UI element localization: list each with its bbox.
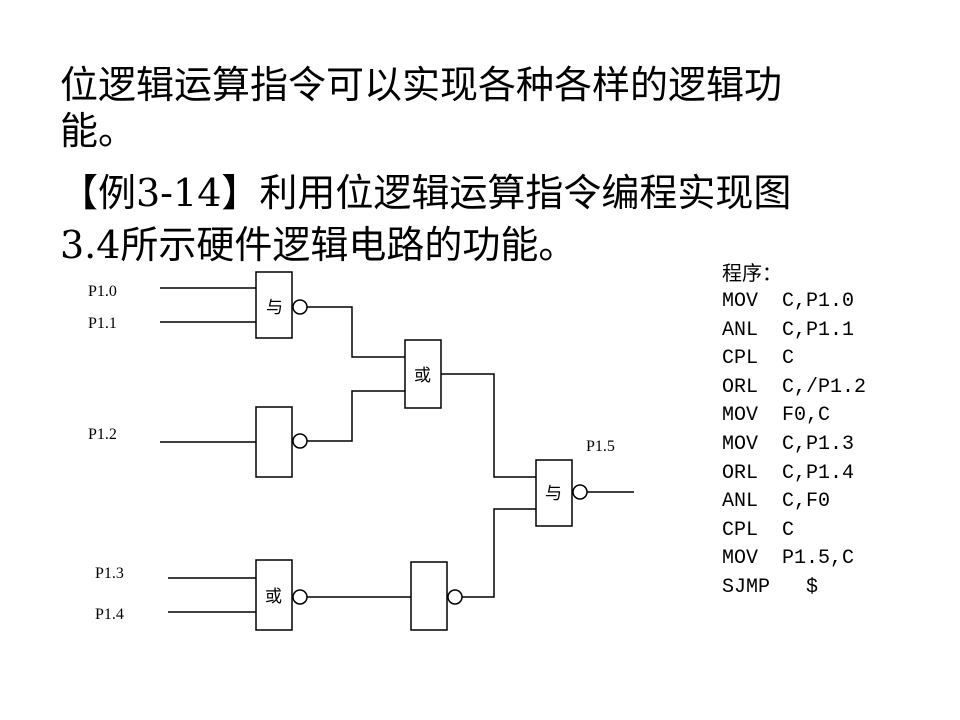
and-gate-1	[255, 271, 293, 339]
not-gate-2	[410, 561, 448, 631]
or-gate-2	[255, 559, 293, 631]
pin-label-p13: P1.3	[95, 565, 124, 582]
program-listing: 程序： MOV C,P1.0 ANL C,P1.1 CPL C ORL C,/P…	[722, 258, 952, 603]
wire-or1-to-and2	[441, 373, 536, 478]
heading-line-2: 能。	[60, 109, 137, 153]
code-line: MOV C,P1.0	[722, 290, 855, 313]
pin-label-p12: P1.2	[88, 426, 117, 443]
and-gate-2-label: 与	[545, 484, 562, 504]
code-line: MOV C,P1.3	[722, 432, 855, 456]
inverter-bubble-1	[292, 299, 308, 315]
inverter-bubble-4	[447, 589, 463, 605]
code-line: MOV F0,C	[722, 404, 831, 428]
pin-label-p11: P1.1	[88, 315, 117, 332]
code-line: CPL C	[722, 518, 795, 542]
code-line: ANL C,F0	[722, 490, 831, 514]
pin-label-p14: P1.4	[95, 606, 124, 623]
inverter-bubble-3	[292, 589, 308, 605]
wire-not2-to-and2	[462, 508, 536, 598]
program-title: 程序：	[722, 261, 782, 285]
heading-line-1: 位逻辑运算指令可以实现各种各样的逻辑功	[60, 63, 783, 107]
code-line: ANL C,P1.1	[722, 318, 855, 342]
code-line: ORL C,/P1.2	[722, 375, 867, 399]
inverter-bubble-2	[292, 433, 308, 449]
or-gate-2-label: 或	[265, 587, 282, 607]
not-gate-p12	[255, 406, 293, 478]
or-gate-1-label: 或	[414, 366, 431, 386]
pin-label-p15: P1.5	[586, 438, 615, 455]
code-line: ORL C,P1.4	[722, 461, 855, 485]
and-gate-1-label: 与	[266, 298, 283, 318]
example-title-line-1: 【例3-14】利用位逻辑运算指令编程实现图	[60, 171, 792, 215]
wire-not-to-or1	[307, 390, 405, 442]
and-gate-2	[535, 459, 573, 527]
code-line: CPL C	[722, 347, 795, 371]
pin-label-p10: P1.0	[88, 283, 117, 300]
wire-and1-to-or1	[307, 306, 405, 358]
code-line: SJMP $	[722, 575, 819, 599]
inverter-bubble-5	[572, 484, 588, 500]
example-title-line-2: 3.4所示硬件逻辑电路的功能。	[60, 223, 577, 267]
code-line: MOV P1.5,C	[722, 547, 855, 571]
